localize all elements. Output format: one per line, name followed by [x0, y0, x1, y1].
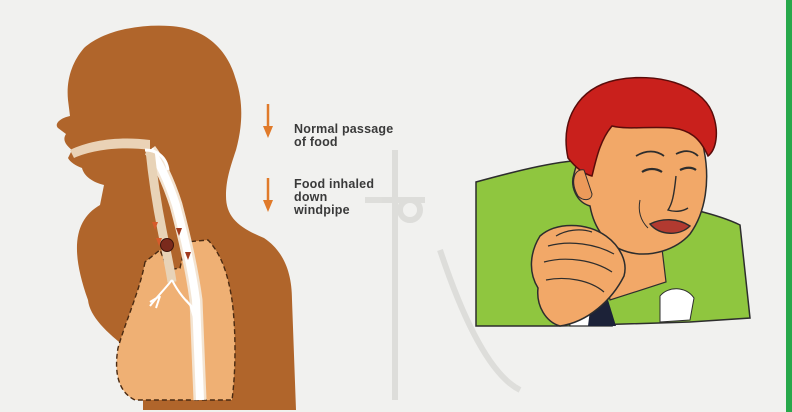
- down-arrow-icon: [263, 178, 273, 212]
- food-inhaled-label: Food inhaled down windpipe: [294, 178, 374, 217]
- food-bolus: [161, 239, 174, 252]
- normal-passage-label: Normal passage of food: [294, 123, 393, 149]
- anatomy-figure: [57, 26, 296, 410]
- down-arrow-icon: [263, 104, 273, 138]
- sleeve-cuff: [660, 289, 694, 322]
- choking-man-figure: [476, 78, 750, 326]
- green-border-rule: [786, 0, 792, 412]
